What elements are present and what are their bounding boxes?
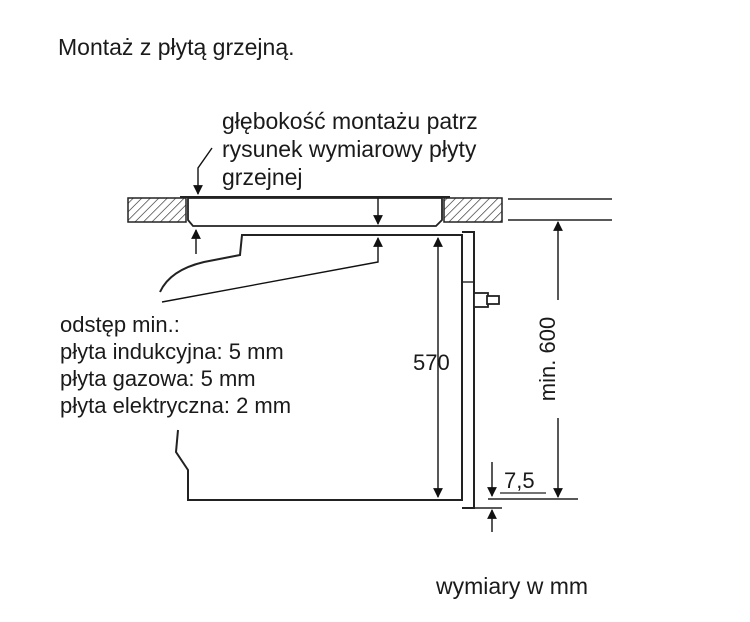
dim-570-label: 570 xyxy=(413,350,450,375)
countertop-right xyxy=(443,197,503,223)
gap-note-gas: płyta gazowa: 5 mm xyxy=(60,366,256,391)
dim-75-label: 7,5 xyxy=(504,468,535,493)
oven-front-panel xyxy=(462,231,475,509)
depth-note-line-2: rysunek wymiarowy płyty xyxy=(222,136,477,162)
gap-note-heading: odstęp min.: xyxy=(60,312,180,337)
units-note: wymiary w mm xyxy=(436,573,589,599)
cooktop xyxy=(187,197,443,227)
oven-knob-cap xyxy=(486,295,500,305)
depth-note-line-1: głębokość montażu patrz xyxy=(222,108,478,134)
countertop-left xyxy=(127,197,187,223)
depth-note-line-3: grzejnej xyxy=(222,164,303,190)
depth-note-leader xyxy=(193,147,213,195)
oven-outline xyxy=(159,234,463,501)
gap-arrow-bottom xyxy=(161,237,383,303)
dim-600-label: min. 600 xyxy=(535,316,560,402)
page-title: Montaż z płytą grzejną. xyxy=(58,34,295,60)
gap-note-electric: płyta elektryczna: 2 mm xyxy=(60,393,292,418)
oven-knob xyxy=(473,292,489,308)
gap-note-induction: płyta indukcyjna: 5 mm xyxy=(60,339,284,364)
